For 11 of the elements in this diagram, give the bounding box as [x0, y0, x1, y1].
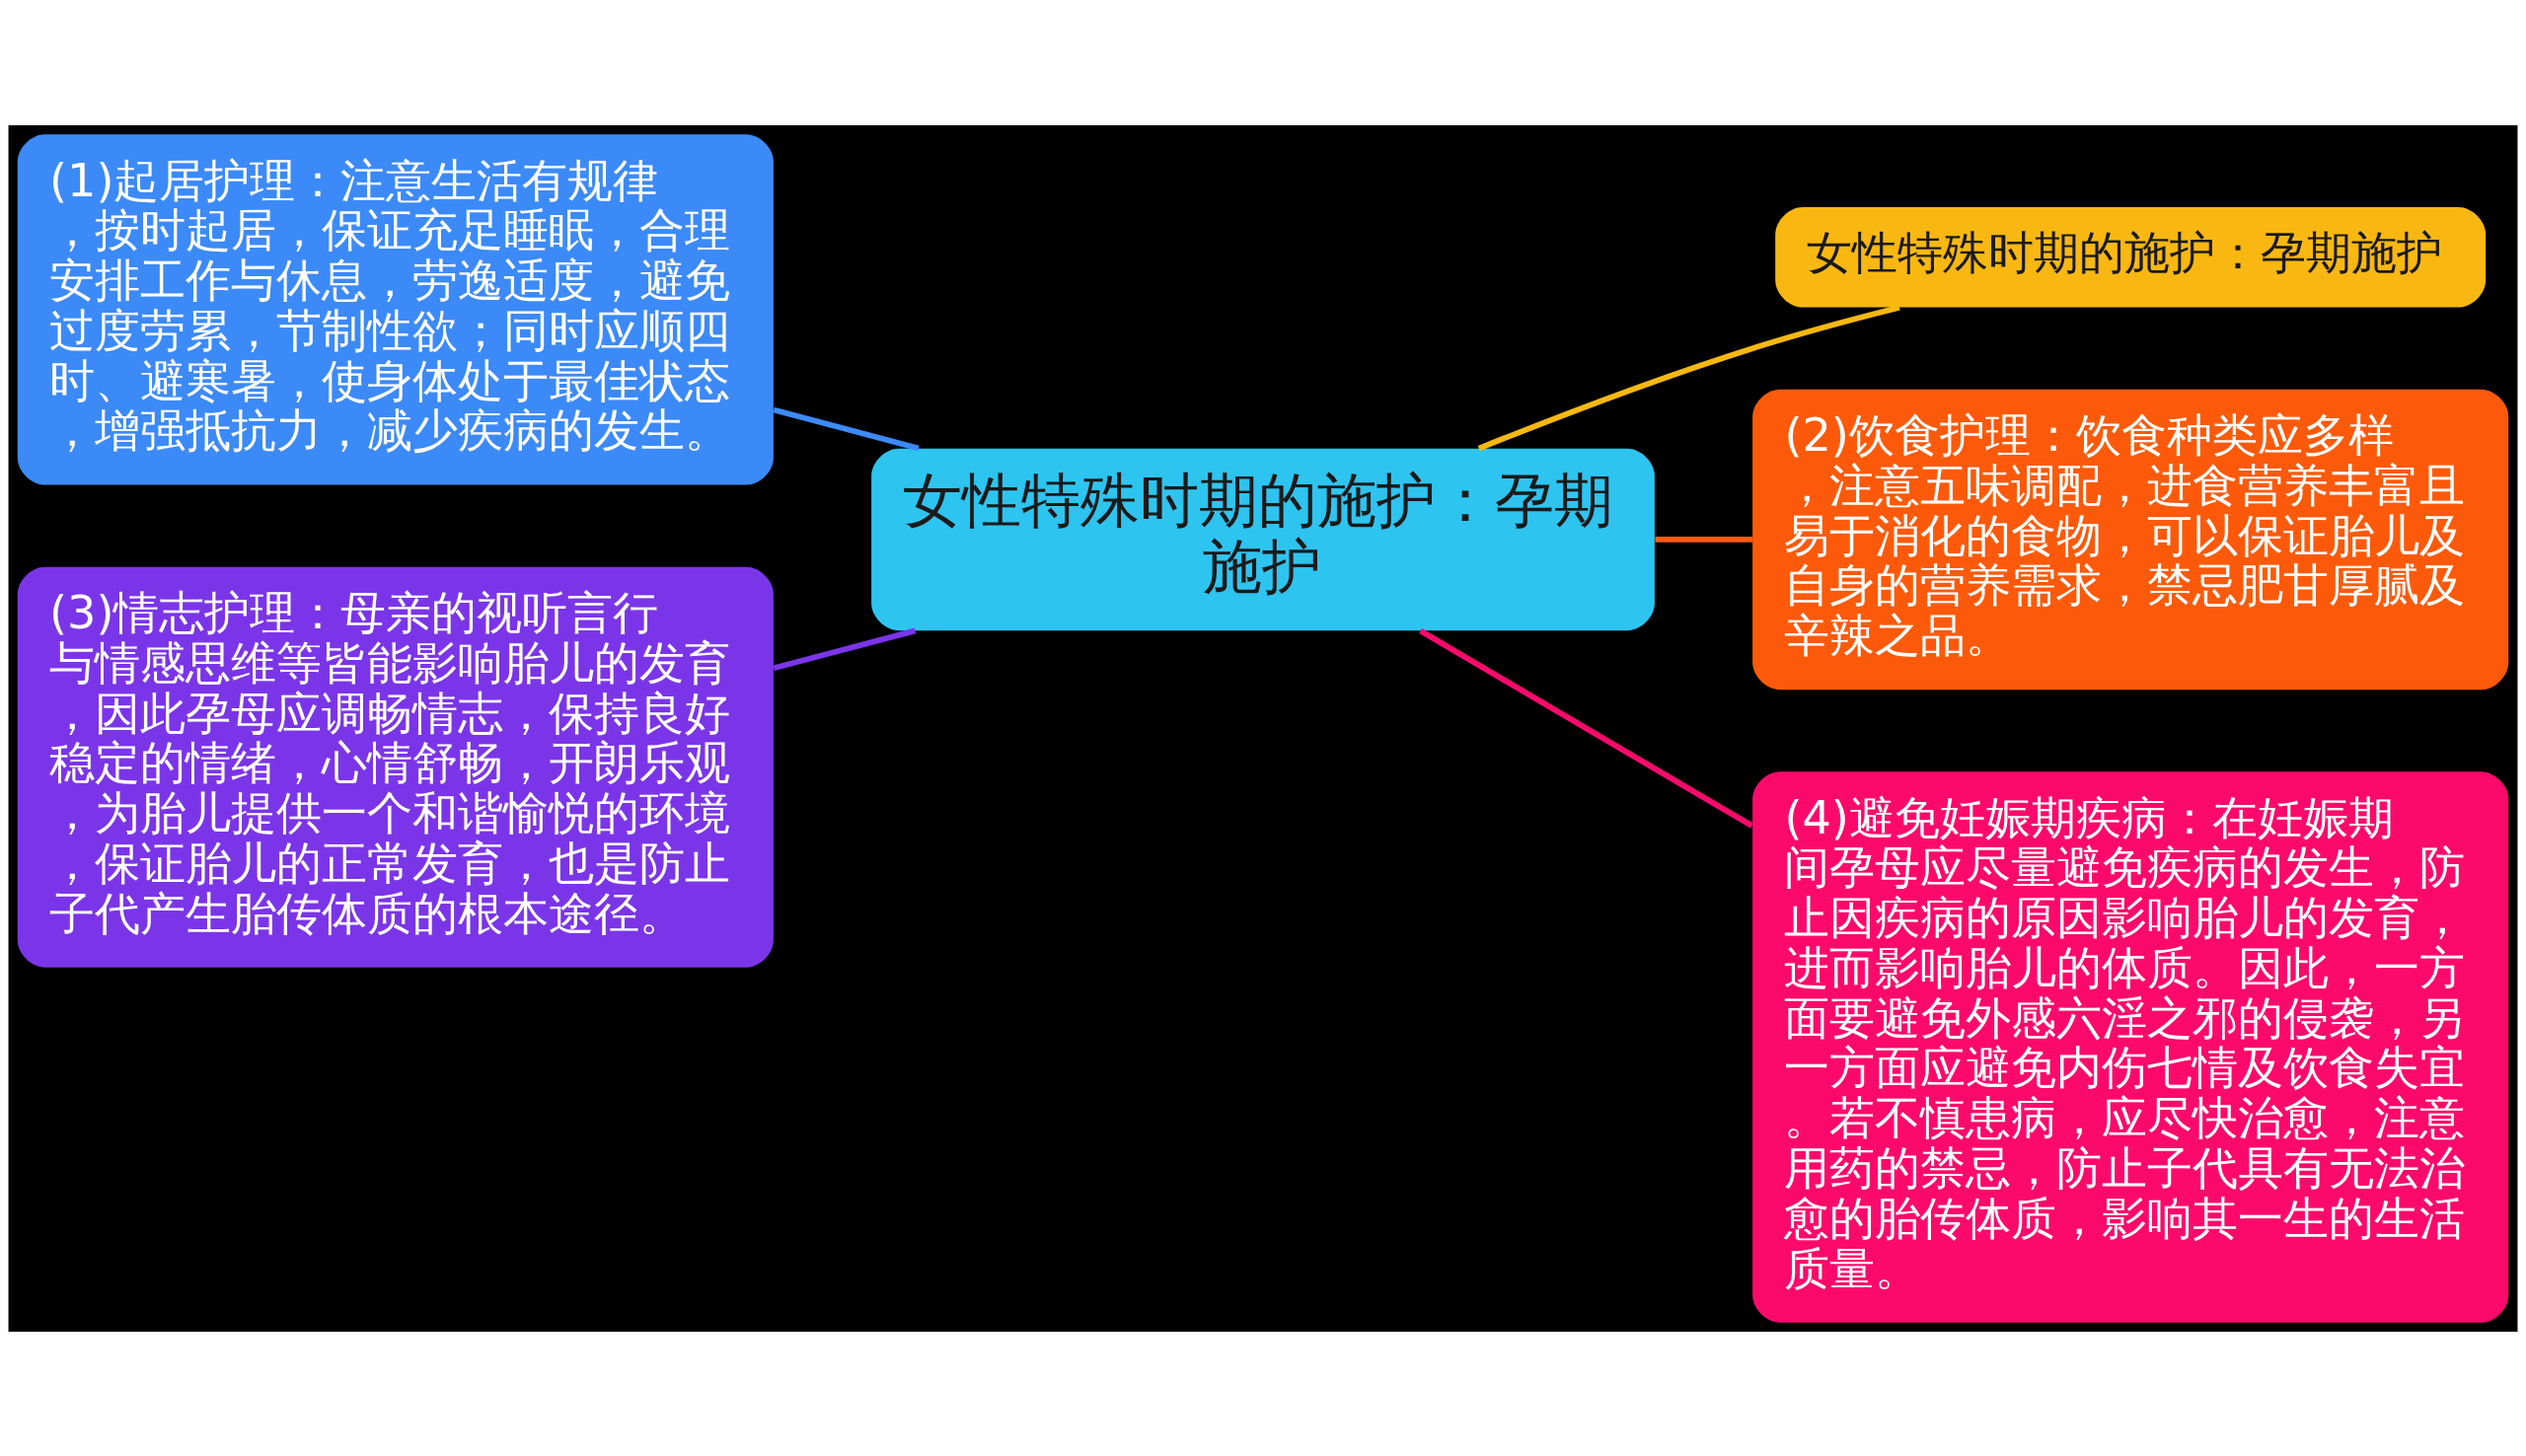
connector: [1419, 627, 1753, 829]
node-box: 女性特殊时期的施护：孕期施护: [1775, 206, 2487, 308]
connector: [773, 627, 917, 671]
node-box: (1)起居护理：注意生活有规律，按时起居，保证充足睡眠，合理安排工作与休息，劳逸适度，避免过度劳累，节制性欲；同时应顺四时、避寒暑，使身体处于最佳状态，增强抵抗力，减少疾病的发生。: [17, 133, 774, 485]
connector: [773, 406, 920, 451]
node-box: (4)避免妊娠期疾病：在妊娠期间孕母应尽量避免疾病的发生，防止因疾病的原因影响胎儿的发育，进而影响胎儿的体质。因此，一方面要避免外感六淫之邪的侵袭，另一方面应避免内伤七情及饮食失宜。若不慎患病，应尽快治愈，注意用药的禁忌，防止子代具有无法治愈的胎传体质，影响其一生的生活质量。: [1752, 770, 2509, 1323]
connector: [1655, 536, 1753, 543]
node-box: 女性特殊时期的施护：孕期施护: [871, 448, 1655, 630]
connector: [1477, 304, 1900, 451]
node-box: (2)饮食护理：饮食种类应多样，注意五味调配，进食营养丰富且易于消化的食物，可以保证胎儿及自身的营养需求，禁忌肥甘厚腻及辛辣之品。: [1752, 389, 2509, 690]
node-box: (3)情志护理：母亲的视听言行与情感思维等皆能影响胎儿的发育，因此孕母应调畅情志，保持良好稳定的情绪，心情舒畅，开朗乐观，为胎儿提供一个和谐愉悦的环境，保证胎儿的正常发育，也是防止子代产生胎传体质的根本途径。: [17, 566, 774, 968]
